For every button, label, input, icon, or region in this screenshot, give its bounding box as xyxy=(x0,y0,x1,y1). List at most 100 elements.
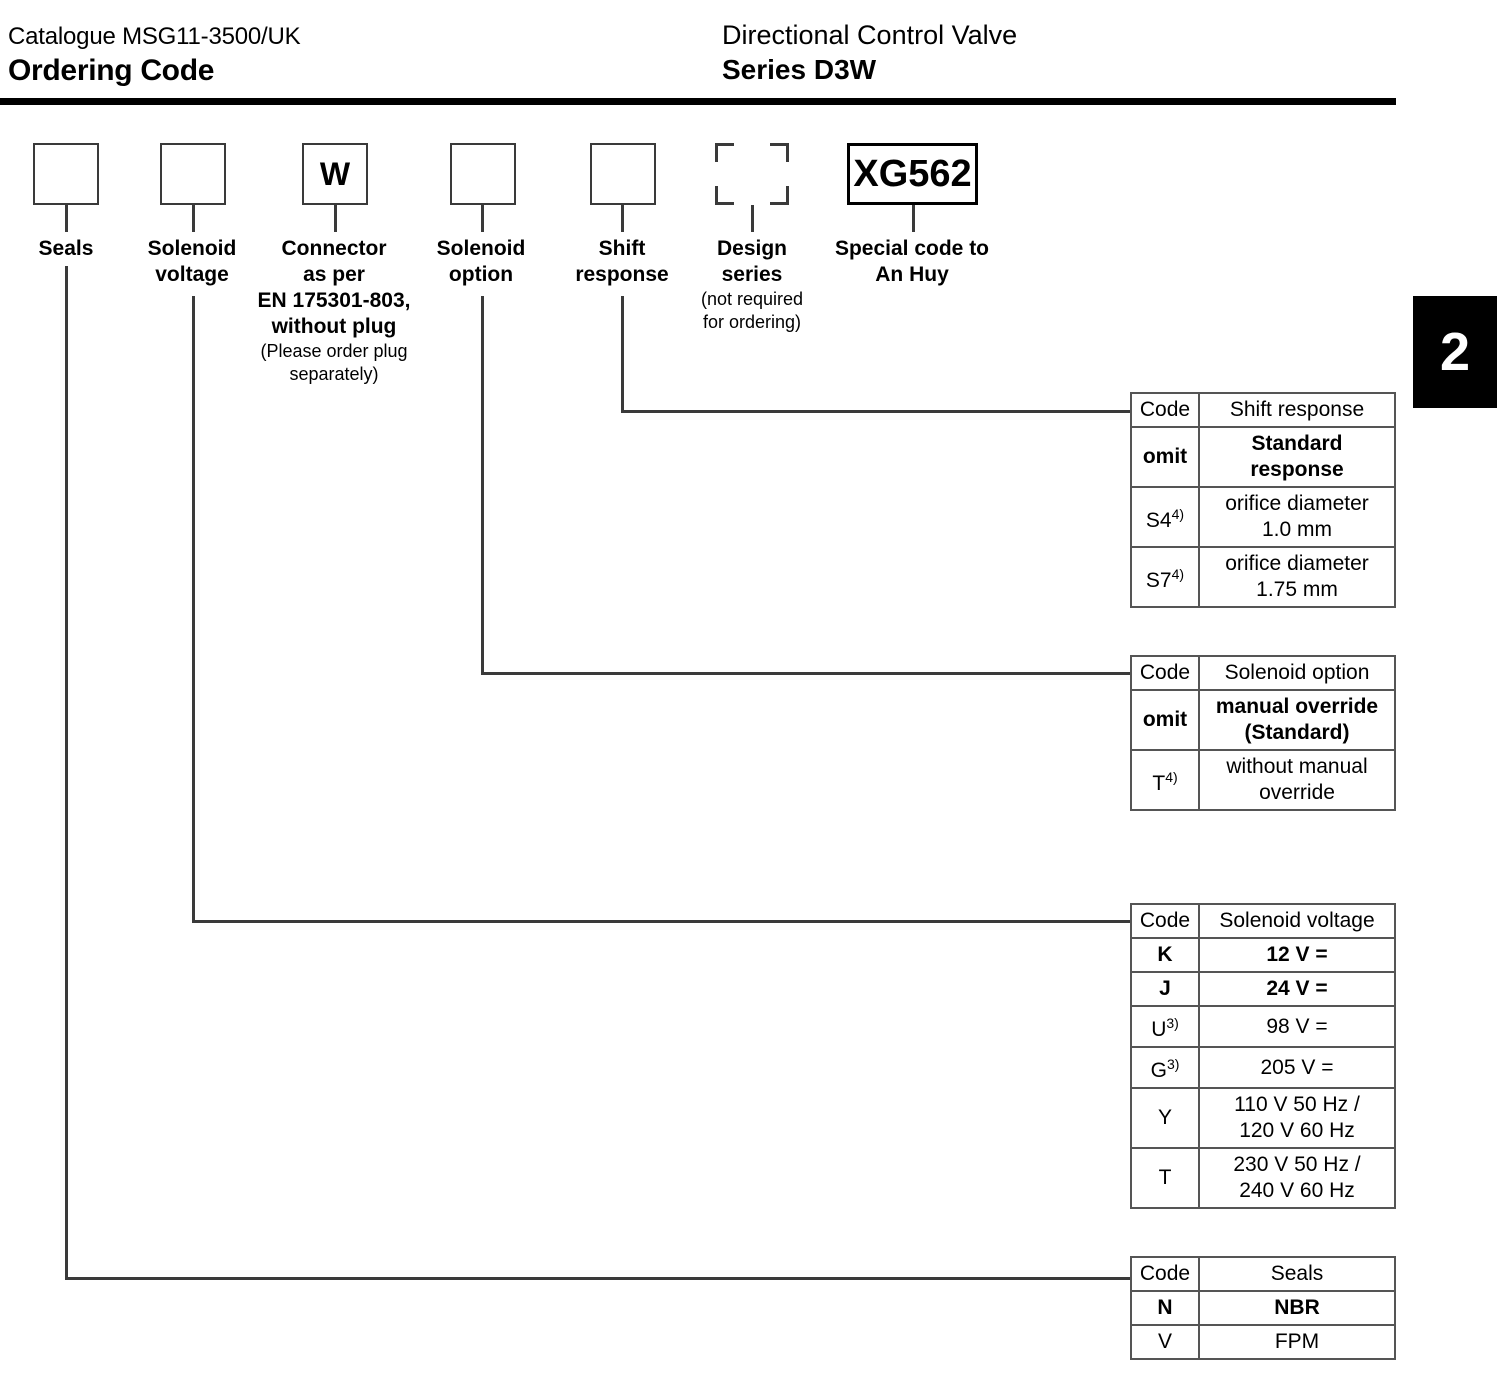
leader-line-solenoid-option-horizontal xyxy=(481,672,1132,675)
box-label-design-series: Design series (not required for ordering… xyxy=(686,236,818,334)
box-label-solenoid-option: Solenoid option xyxy=(420,236,542,288)
code-box-seals[interactable] xyxy=(33,143,99,205)
leader-line-solenoid-voltage-horizontal xyxy=(192,920,1132,923)
code-box-solenoid-voltage[interactable] xyxy=(160,143,226,205)
box-stub xyxy=(751,205,754,232)
table-row: G3) 205 V = xyxy=(1130,1046,1396,1089)
table-cell-code: K xyxy=(1130,937,1200,973)
code-box-design-series xyxy=(715,143,789,205)
box-label-line: An Huy xyxy=(875,263,949,286)
box-label-line: Solenoid xyxy=(147,237,237,260)
table-header-row: Code Seals xyxy=(1130,1256,1396,1292)
table-cell-code: J xyxy=(1130,971,1200,1007)
box-label-line: option xyxy=(448,263,514,286)
table-cell-value: 98 V = xyxy=(1198,1005,1396,1048)
table-header-cell: Code xyxy=(1130,1256,1200,1292)
table-header-cell: Code xyxy=(1130,392,1200,428)
table-shift-response: Code Shift response omit Standard respon… xyxy=(1130,392,1396,608)
box-label-solenoid-voltage: Solenoid voltage xyxy=(131,236,253,288)
table-row: J 24 V = xyxy=(1130,971,1396,1007)
box-stub xyxy=(621,205,624,232)
box-label-line: response xyxy=(575,263,669,286)
table-cell-value: FPM xyxy=(1198,1324,1396,1360)
footnote-marker: 4) xyxy=(1165,768,1178,785)
table-cell-value: 12 V = xyxy=(1198,937,1396,973)
box-label-line: Connector xyxy=(281,237,387,260)
table-row: Y 110 V 50 Hz /120 V 60 Hz xyxy=(1130,1087,1396,1149)
footnote-marker: 3) xyxy=(1166,1056,1180,1072)
table-cell-code: omit xyxy=(1130,689,1200,751)
table-cell-code: N xyxy=(1130,1290,1200,1326)
header-rule xyxy=(0,98,1396,105)
table-cell-code: T4) xyxy=(1130,749,1200,811)
code-box-connector[interactable]: W xyxy=(302,143,368,205)
product-line: Directional Control Valve xyxy=(722,20,1018,50)
box-label-note: (Please order plug xyxy=(260,341,408,361)
table-row: omit Standard response xyxy=(1130,426,1396,488)
table-row: U3) 98 V = xyxy=(1130,1005,1396,1048)
footnote-marker: 3) xyxy=(1166,1015,1179,1031)
table-cell-value: 205 V = xyxy=(1198,1046,1396,1089)
code-box-shift-response[interactable] xyxy=(590,143,656,205)
table-cell-value: Standard response xyxy=(1198,426,1396,488)
leader-line-solenoid-option-vertical xyxy=(481,296,484,675)
leader-line-seals-vertical xyxy=(65,266,68,1280)
leader-line-shift-response-horizontal xyxy=(621,410,1132,413)
table-cell-code: V xyxy=(1130,1324,1200,1360)
table-header-cell: Code xyxy=(1130,655,1200,691)
box-label-line: voltage xyxy=(155,263,229,286)
box-label-line: Special code to xyxy=(834,237,990,260)
box-label-connector: Connector as per EN 175301-803, without … xyxy=(253,236,415,386)
box-label-seals: Seals xyxy=(5,236,127,262)
table-cell-value: manual override(Standard) xyxy=(1198,689,1396,751)
box-label-line: Design xyxy=(716,237,787,260)
box-label-line: Solenoid xyxy=(436,237,526,260)
box-label-line: series xyxy=(721,263,783,286)
table-header-row: Code Solenoid option xyxy=(1130,655,1396,691)
section-tab: 2 xyxy=(1413,296,1497,408)
box-label-line: EN 175301-803, xyxy=(257,289,411,312)
table-seals: Code Seals N NBR V FPM xyxy=(1130,1256,1396,1360)
code-text: S4 xyxy=(1145,508,1172,532)
leader-line-seals-horizontal xyxy=(65,1277,1132,1280)
header-right: Directional Control Valve Series D3W xyxy=(722,18,1382,88)
table-header-cell: Code xyxy=(1130,903,1200,939)
box-stub xyxy=(334,205,337,232)
product-series: Series D3W xyxy=(722,54,877,85)
code-text: T xyxy=(1152,771,1166,795)
table-cell-code: S74) xyxy=(1130,546,1200,608)
box-stub xyxy=(481,205,484,232)
table-cell-value: NBR xyxy=(1198,1290,1396,1326)
leader-line-solenoid-voltage-vertical xyxy=(192,296,195,923)
table-cell-code: S44) xyxy=(1130,486,1200,548)
code-box-solenoid-option[interactable] xyxy=(450,143,516,205)
box-label-line: without plug xyxy=(271,315,397,338)
header-left: Catalogue MSG11-3500/UK Ordering Code xyxy=(8,22,698,90)
box-label-note: separately) xyxy=(289,364,379,384)
table-cell-code: G3) xyxy=(1130,1046,1200,1089)
box-stub xyxy=(65,205,68,232)
table-cell-value: 24 V = xyxy=(1198,971,1396,1007)
table-row: T 230 V 50 Hz /240 V 60 Hz xyxy=(1130,1147,1396,1209)
code-text: U xyxy=(1151,1018,1167,1041)
table-header-cell: Shift response xyxy=(1198,392,1396,428)
box-label-special-code: Special code to An Huy xyxy=(826,236,998,288)
footnote-marker: 4) xyxy=(1171,565,1185,582)
box-stub xyxy=(192,205,195,232)
code-text: G xyxy=(1150,1059,1167,1082)
table-cell-code: T xyxy=(1130,1147,1200,1209)
table-row: omit manual override(Standard) xyxy=(1130,689,1396,751)
code-box-special-code[interactable]: XG562 xyxy=(847,143,978,205)
table-solenoid-option: Code Solenoid option omit manual overrid… xyxy=(1130,655,1396,811)
corner-bracket-icon xyxy=(770,143,789,162)
table-row: N NBR xyxy=(1130,1290,1396,1326)
table-header-row: Code Shift response xyxy=(1130,392,1396,428)
box-label-note: for ordering) xyxy=(702,312,802,332)
box-stub xyxy=(912,205,915,232)
box-label-line: Seals xyxy=(38,237,94,260)
box-label-line: as per xyxy=(303,263,365,286)
